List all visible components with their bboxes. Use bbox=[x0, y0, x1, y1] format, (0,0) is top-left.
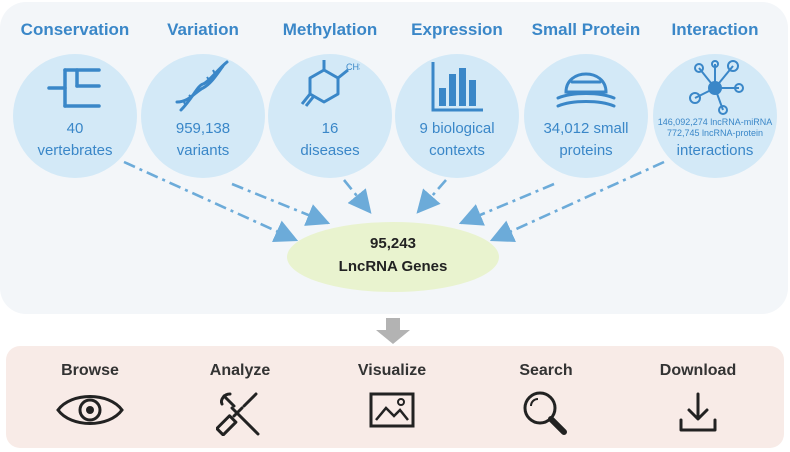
stat-interaction-unit: interactions bbox=[676, 142, 754, 159]
category-title-conservation: Conservation bbox=[20, 20, 130, 39]
gene-count: 95,243 bbox=[370, 235, 416, 252]
search-label: Search bbox=[519, 362, 573, 379]
down-arrow-icon bbox=[376, 318, 410, 344]
analyze-label: Analyze bbox=[209, 362, 271, 379]
download-icon bbox=[679, 392, 717, 432]
circle-small-protein: 34,012 small proteins bbox=[524, 54, 648, 178]
arrow-expression bbox=[416, 179, 447, 214]
arrow-interaction bbox=[489, 160, 665, 242]
stat-methylation-unit: diseases bbox=[300, 142, 360, 159]
stat-conservation-unit: vertebrates bbox=[37, 142, 113, 159]
analyze-button[interactable]: Analyze bbox=[180, 362, 300, 436]
stat-conservation-value: 40 bbox=[66, 120, 84, 137]
stat-variation-unit: variants bbox=[176, 142, 230, 159]
browse-button[interactable]: Browse bbox=[30, 362, 150, 430]
tools-icon bbox=[216, 392, 260, 436]
category-title-small-protein: Small Protein bbox=[531, 20, 641, 39]
category-title-methylation: Methylation bbox=[282, 20, 378, 39]
gene-label: LncRNA Genes bbox=[338, 258, 448, 275]
category-title-variation: Variation bbox=[167, 20, 239, 39]
category-title-expression: Expression bbox=[411, 20, 503, 39]
circle-expression: 9 biological contexts bbox=[395, 54, 519, 178]
download-label: Download bbox=[659, 362, 737, 379]
protein-icon bbox=[556, 72, 616, 108]
circle-methylation: CH3 16 diseases bbox=[268, 54, 392, 178]
bar-chart-icon bbox=[431, 62, 483, 112]
arrow-variation bbox=[231, 182, 331, 226]
network-icon bbox=[689, 60, 744, 115]
actions-panel bbox=[6, 346, 784, 448]
arrow-methylation bbox=[342, 179, 372, 214]
methyl-molecule-icon: CH3 bbox=[300, 60, 360, 107]
stat-small-protein-unit: proteins bbox=[559, 142, 613, 159]
category-title-interaction: Interaction bbox=[671, 20, 759, 39]
arrow-small-protein bbox=[458, 182, 555, 226]
browse-label: Browse bbox=[61, 362, 119, 379]
circle-variation: 959,138 variants bbox=[141, 54, 265, 178]
circle-interaction: 146,092,274 lncRNA-miRNA 772,745 lncRNA-… bbox=[653, 54, 777, 178]
eye-icon bbox=[56, 395, 124, 425]
circle-conservation: 40 vertebrates bbox=[13, 54, 137, 178]
stat-variation-value: 959,138 bbox=[175, 120, 231, 137]
visualize-label: Visualize bbox=[357, 362, 427, 379]
magnifier-icon bbox=[523, 391, 567, 435]
methyl-label: CH3 bbox=[346, 62, 360, 72]
phylogenetic-tree-icon bbox=[47, 68, 101, 108]
lncrna-genes-summary: 95,243 LncRNA Genes bbox=[287, 222, 499, 292]
dna-helix-icon bbox=[175, 60, 229, 112]
stat-interaction-mirna: 146,092,274 lncRNA-miRNA bbox=[657, 117, 773, 127]
stat-expression-value: 9 biological bbox=[419, 120, 495, 137]
stat-expression-unit: contexts bbox=[429, 142, 485, 159]
stat-interaction-protein: 772,745 lncRNA-protein bbox=[666, 128, 764, 138]
arrow-conservation bbox=[123, 160, 299, 242]
stat-small-protein-value: 34,012 small bbox=[543, 120, 629, 137]
download-button[interactable]: Download bbox=[638, 362, 758, 434]
visualize-button[interactable]: Visualize bbox=[332, 362, 452, 430]
image-icon bbox=[369, 392, 415, 428]
search-button[interactable]: Search bbox=[486, 362, 606, 436]
stat-methylation-value: 16 bbox=[321, 120, 339, 137]
